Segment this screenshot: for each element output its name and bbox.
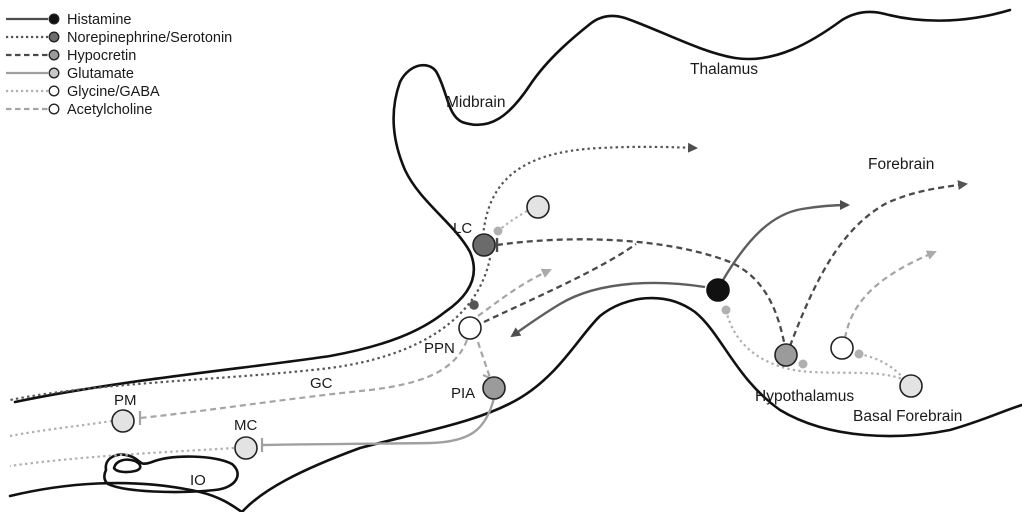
midbrain-label: Midbrain <box>446 94 505 111</box>
legend-label-4: Glycine/GABA <box>67 84 160 100</box>
hypothalamus-hypocretin-node <box>774 343 798 367</box>
norepinephrine-terminal-dot <box>469 300 479 310</box>
ppn-node <box>458 316 482 340</box>
acetylcholine-ppn-pia-path <box>476 341 492 379</box>
legend-marker-0 <box>48 13 60 25</box>
pathways <box>9 142 968 468</box>
glutamate-pia-mc-path <box>261 397 496 447</box>
lc-node <box>472 233 496 257</box>
brain-outline-lower <box>8 296 1022 512</box>
pia-label: PIA <box>451 385 475 402</box>
gaba-source-node <box>526 195 550 219</box>
basal-forebrain-gaba-node <box>899 374 923 398</box>
gaba-hypothalamus-dot <box>798 359 808 369</box>
legend-label-5: Acetylcholine <box>67 102 152 118</box>
mc-node <box>234 436 258 460</box>
gc-label: GC <box>310 375 333 392</box>
legend-marker-3 <box>48 67 60 79</box>
gaba-tmn-path <box>724 309 906 382</box>
pm-node <box>111 409 135 433</box>
histamine-ppn-path <box>510 281 706 338</box>
acetylcholine-ppn-ascending-path <box>477 268 552 317</box>
gaba-basal-path <box>858 352 906 381</box>
gaba-to-lc-path <box>497 210 528 232</box>
hypocretin-ppn-path <box>483 243 637 324</box>
legend-label-3: Glutamate <box>67 66 134 82</box>
gaba-basal-dot <box>854 349 864 359</box>
acetylcholine-basal-path <box>843 250 937 339</box>
legend: HistamineNorepinephrine/SerotoninHypocre… <box>6 12 232 118</box>
thalamus-label: Thalamus <box>690 61 758 78</box>
gaba-tmn-dot <box>721 305 731 315</box>
legend-label-1: Norepinephrine/Serotonin <box>67 30 232 46</box>
legend-label-0: Histamine <box>67 12 131 28</box>
tmn-histamine-node <box>706 278 730 302</box>
mc-label: MC <box>234 417 257 434</box>
nuclei <box>111 195 923 460</box>
legend-marker-2 <box>48 49 60 61</box>
hypocretin-forebrain-path <box>788 180 968 347</box>
acetylcholine-ppn-pm-path <box>139 339 469 420</box>
gaba-terminal-dot <box>493 226 503 236</box>
inferior-olive-outline <box>103 453 239 494</box>
lc-norepinephrine-descending-path <box>9 257 492 402</box>
hypothalamus-label: Hypothalamus <box>755 388 854 405</box>
legend-marker-4 <box>48 85 60 97</box>
legend-marker-1 <box>48 31 60 43</box>
forebrain-label: Forebrain <box>868 156 934 173</box>
hypocretin-lc-path <box>496 238 788 353</box>
ppn-label: PPN <box>424 340 455 357</box>
lc-norepinephrine-ascending-path <box>481 142 698 237</box>
inferior-olive-inner <box>112 458 142 474</box>
basal-forebrain-label: Basal Forebrain <box>853 408 962 425</box>
brain-outline-upper <box>13 8 1012 404</box>
gaba-mc-spinal-path <box>9 446 235 468</box>
pia-node <box>482 376 506 400</box>
histamine-forebrain-path <box>721 200 850 281</box>
legend-marker-5 <box>48 103 60 115</box>
lc-label: LC <box>453 220 472 237</box>
legend-label-2: Hypocretin <box>67 48 136 64</box>
io-label: IO <box>190 472 206 489</box>
gaba-pm-spinal-path <box>9 419 113 438</box>
basal-forebrain-ach-node <box>830 336 854 360</box>
pm-label: PM <box>114 392 137 409</box>
